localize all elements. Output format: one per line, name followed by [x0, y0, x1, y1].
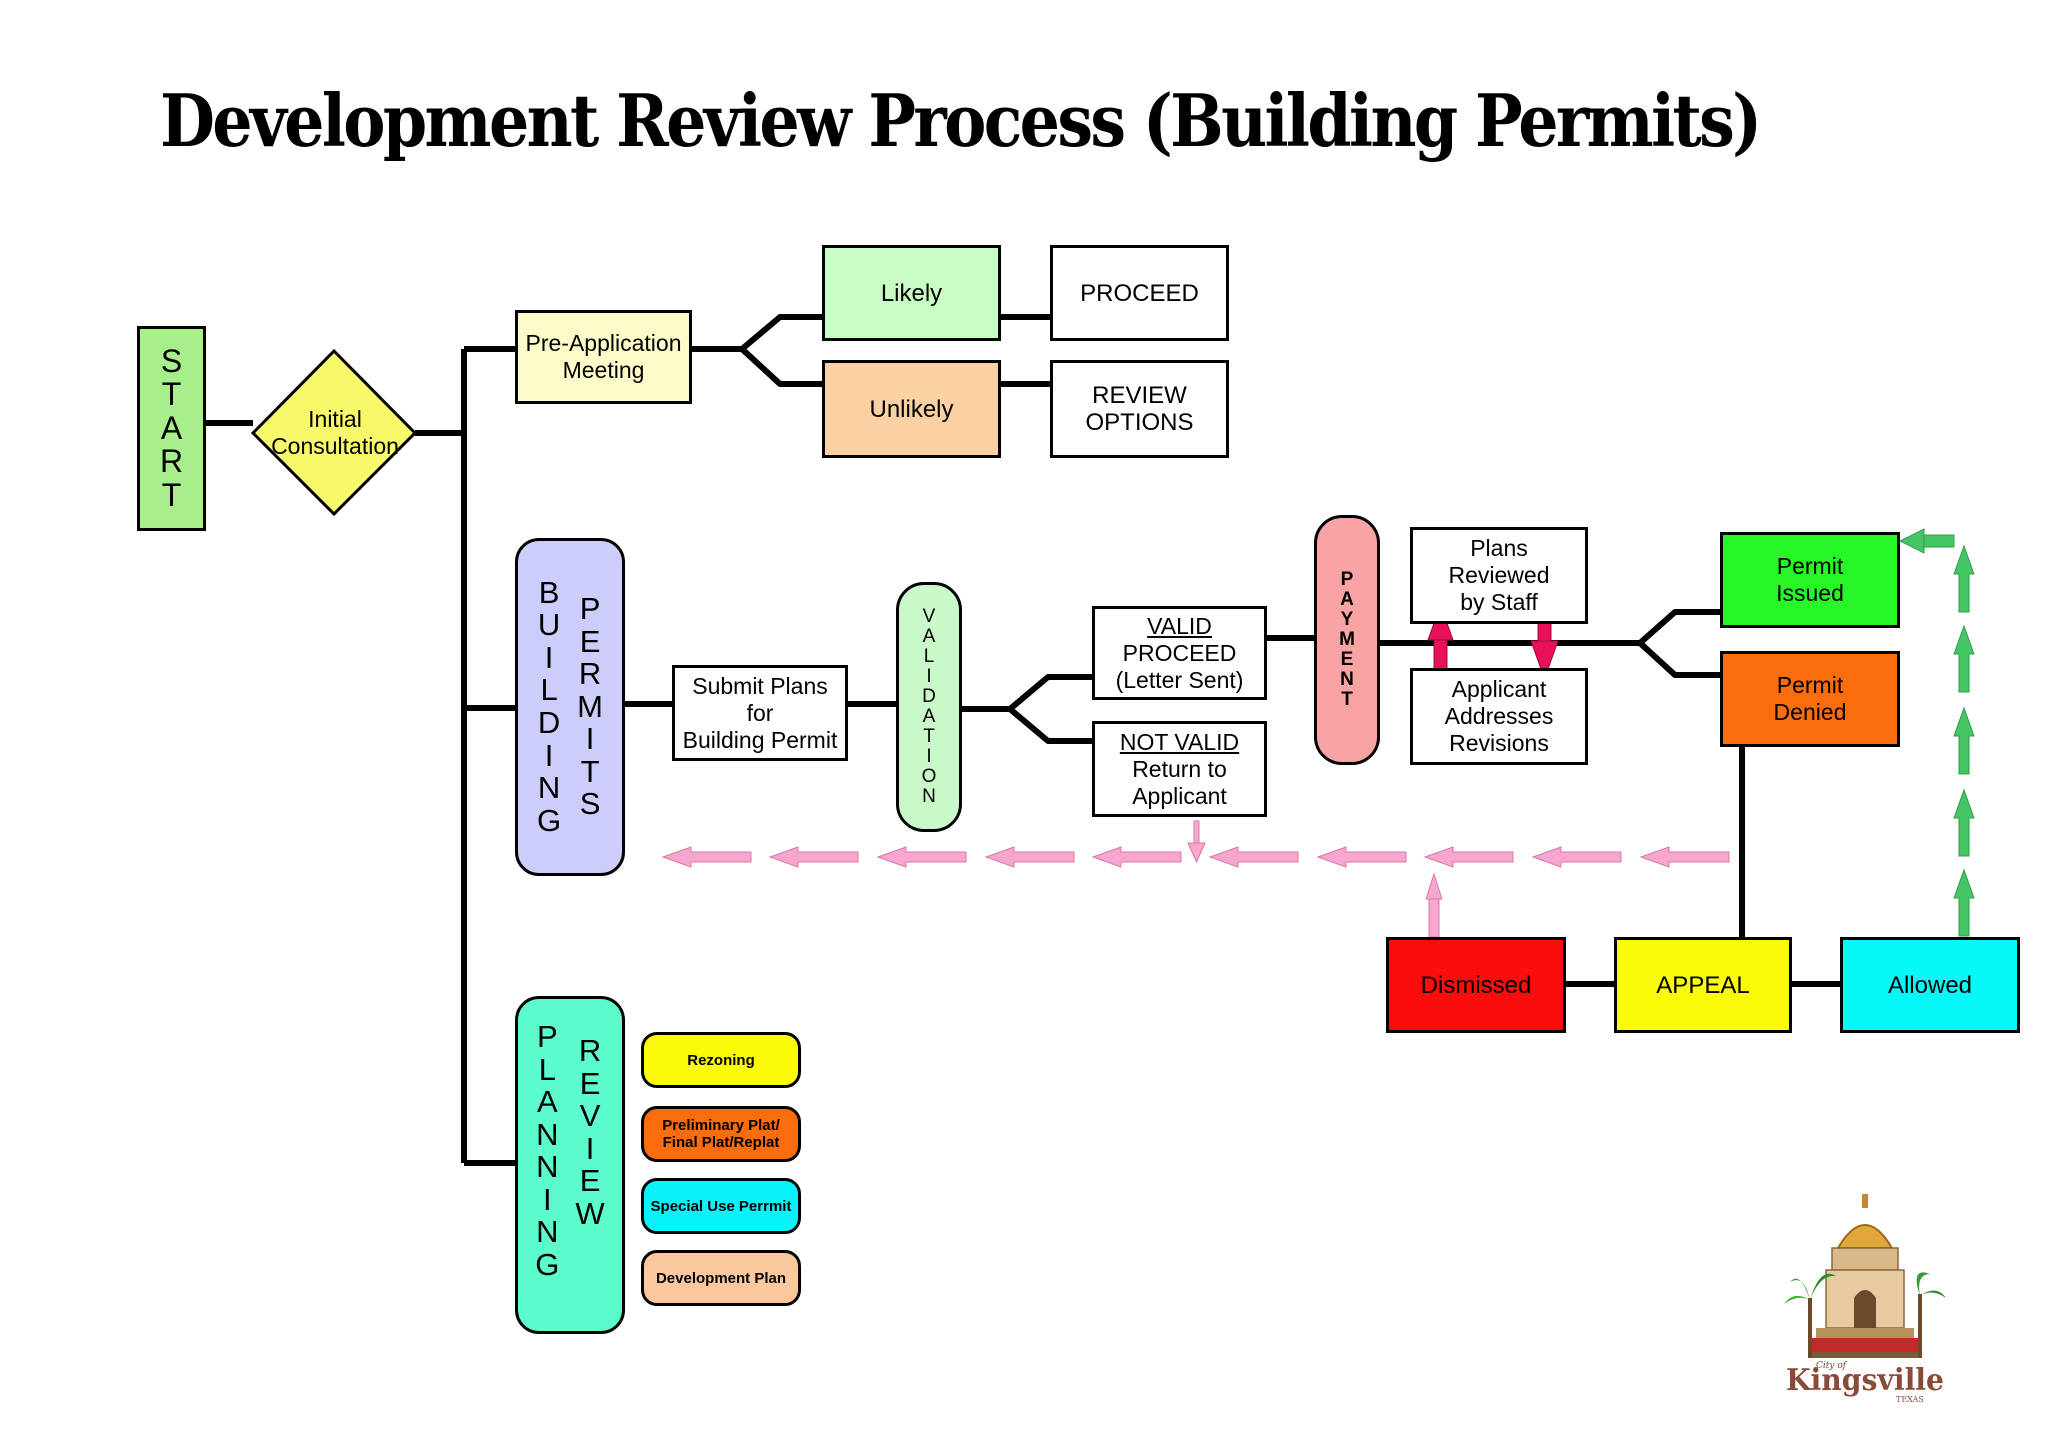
likely-label: Likely: [880, 279, 943, 307]
valid-proceed-node: VALID PROCEED (Letter Sent): [1092, 606, 1267, 700]
review-label: R E V I E W: [575, 1033, 605, 1231]
valid-body: PROCEED (Letter Sent): [1115, 639, 1244, 693]
rezoning-pill: Rezoning: [641, 1032, 801, 1088]
return-arrow-9: [1531, 846, 1622, 868]
permits-label: P E R M I T S: [577, 591, 603, 822]
unlikely-node: Unlikely: [822, 360, 1001, 458]
dismissed-node: Dismissed: [1386, 937, 1566, 1033]
valid-heading: VALID: [1147, 612, 1212, 639]
kingsville-logo: City of Kingsville TEXAS: [1780, 1190, 1950, 1410]
return-arrow-6: [1208, 846, 1299, 868]
review-options-label: REVIEW OPTIONS: [1085, 382, 1194, 436]
payment-node: P A Y M E N T: [1314, 515, 1380, 765]
return-arrow-1: [661, 846, 752, 868]
review-column: R E V I E W: [575, 1033, 605, 1231]
review-options-node: REVIEW OPTIONS: [1050, 360, 1229, 458]
permit-issued-label: Permit Issued: [1776, 553, 1844, 606]
logo-city-of: City of: [1816, 1361, 1848, 1371]
return-arrow-10: [1639, 846, 1730, 868]
green-up-arrow-2: [1953, 788, 1975, 857]
return-arrow-2: [768, 846, 859, 868]
connector-fork-issued: [1638, 609, 1720, 646]
connector-fork-unlikely: [739, 346, 822, 387]
building-permits-node: B U I L D I N G P E R M I T S: [515, 538, 625, 876]
building-column: B U I L D I N G: [537, 574, 562, 838]
plat-pill: Preliminary Plat/ Final Plat/Replat: [641, 1106, 801, 1162]
permit-denied-label: Permit Denied: [1773, 672, 1847, 725]
return-arrow-3: [876, 846, 967, 868]
kingsville-logo-graphic: City of Kingsville TEXAS: [1784, 1194, 1946, 1404]
connector-fork-denied: [1637, 640, 1720, 678]
applicant-revisions-label: Applicant Addresses Revisions: [1444, 676, 1554, 756]
appeal-label: APPEAL: [1656, 971, 1750, 999]
proceed-label: PROCEED: [1080, 279, 1199, 307]
connector-fork-valid: [1008, 674, 1092, 712]
return-arrow-row: [661, 846, 1730, 868]
initial-consultation-diamond: [250, 348, 418, 517]
building-label: B U I L D I N G: [537, 574, 562, 838]
green-up-arrow-3: [1953, 706, 1975, 775]
planning-column: P L A N N I N G: [535, 1019, 560, 1282]
green-left-arrow: [1898, 528, 1955, 554]
pink-down-arrow: [1187, 820, 1206, 864]
return-arrow-4: [984, 846, 1075, 868]
allowed-label: Allowed: [1887, 971, 1973, 999]
allowed-node: Allowed: [1840, 937, 2020, 1033]
return-arrow-5: [1091, 846, 1182, 868]
initial-consultation-label: Initial Consultation: [271, 406, 399, 459]
logo-state: TEXAS: [1896, 1395, 1924, 1404]
connector-fork-notvalid: [1008, 706, 1092, 744]
planning-label: P L A N N I N G: [535, 1019, 560, 1282]
green-up-arrow-4: [1953, 624, 1975, 693]
permit-denied-node: Permit Denied: [1720, 651, 1900, 747]
return-arrow-7: [1316, 846, 1407, 868]
special-use-pill: Special Use Perrmit: [641, 1178, 801, 1234]
green-arrow-column: [1953, 544, 1975, 937]
applicant-revisions-node: Applicant Addresses Revisions: [1410, 668, 1588, 765]
planning-review-node: P L A N N I N G R E V I E W: [515, 996, 625, 1334]
permit-issued-node: Permit Issued: [1720, 532, 1900, 628]
plans-reviewed-label: Plans Reviewed by Staff: [1448, 535, 1550, 615]
likely-node: Likely: [822, 245, 1001, 341]
proceed-node: PROCEED: [1050, 245, 1229, 341]
connector-fork-likely: [740, 314, 822, 352]
not-valid-node: NOT VALID Return to Applicant: [1092, 721, 1267, 817]
plans-reviewed-node: Plans Reviewed by Staff: [1410, 527, 1588, 624]
development-plan-pill: Development Plan: [641, 1250, 801, 1306]
submit-plans-node: Submit Plans for Building Permit: [672, 665, 848, 761]
pre-application-meeting-node: Pre-Application Meeting: [515, 310, 692, 404]
return-arrow-8: [1423, 846, 1514, 868]
dismissed-label: Dismissed: [1420, 971, 1532, 999]
start-node: S T A R T: [137, 326, 206, 531]
not-valid-heading: NOT VALID: [1119, 728, 1240, 755]
start-label: S T A R T: [159, 342, 184, 513]
validation-label: V A L I D A T I O N: [921, 606, 937, 807]
green-up-arrow-5: [1953, 544, 1975, 613]
validation-node: V A L I D A T I O N: [896, 582, 962, 832]
not-valid-body: Return to Applicant: [1132, 755, 1227, 809]
green-up-arrow-1: [1953, 868, 1975, 937]
payment-label: P A Y M E N T: [1339, 569, 1355, 710]
appeal-node: APPEAL: [1614, 937, 1792, 1033]
submit-plans-label: Submit Plans for Building Permit: [682, 672, 838, 753]
permits-column: P E R M I T S: [577, 591, 603, 822]
pink-up-arrow: [1425, 872, 1443, 938]
unlikely-label: Unlikely: [869, 395, 954, 423]
pre-application-meeting-label: Pre-Application Meeting: [525, 330, 682, 383]
logo-name: Kingsville: [1786, 1363, 1944, 1398]
page-title: Development Review Process (Building Per…: [160, 78, 1762, 163]
